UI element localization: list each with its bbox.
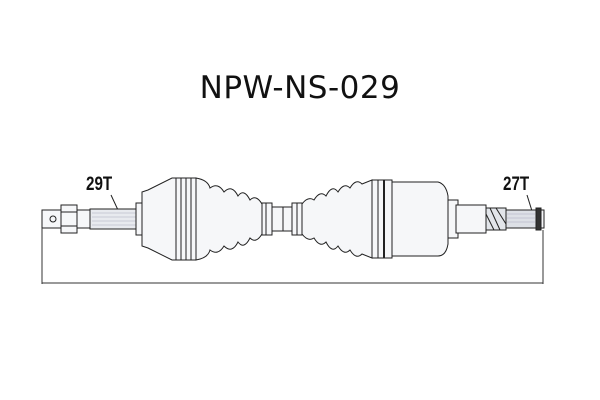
left-spline-count-label: 29T <box>86 174 113 195</box>
left-leader-line <box>110 194 119 211</box>
outer-boot-clamp <box>261 202 273 236</box>
circlip <box>535 207 542 231</box>
right-spline-count-label: 27T <box>503 174 530 195</box>
inner-boot <box>301 179 373 259</box>
left-spline-shaft <box>89 208 139 230</box>
outer-cv-joint <box>141 177 177 261</box>
overall-length-dimension <box>41 228 544 284</box>
part-number-title: NPW-NS-029 <box>199 70 401 106</box>
right-spline-shaft <box>505 209 537 229</box>
left-nut <box>60 204 78 234</box>
center-shaft <box>271 206 293 232</box>
inner-cv-housing <box>391 181 449 257</box>
left-bolt-head <box>41 209 63 229</box>
bolt-hole-icon <box>49 215 57 223</box>
right-leader-line <box>526 194 533 212</box>
outer-boot <box>195 177 263 261</box>
